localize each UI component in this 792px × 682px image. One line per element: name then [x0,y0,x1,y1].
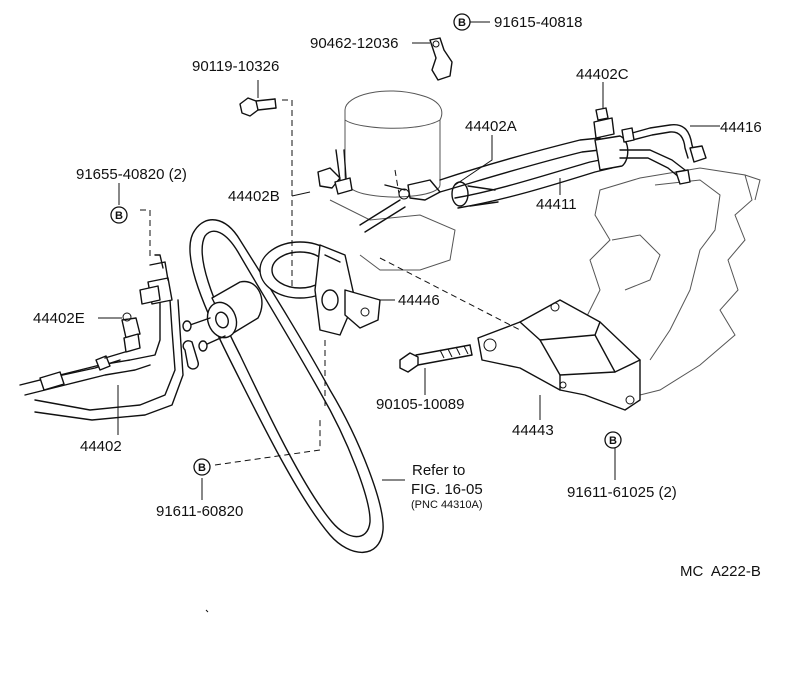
badge-b-bottom-right: B [604,431,622,449]
badge-letter: B [115,210,123,222]
hose-assembly [359,135,629,233]
badge-letter: B [458,17,466,29]
badge-b-top: B [453,13,471,31]
badge-b-left: B [110,206,128,224]
refer-to-line3: (PNC 44310A) [411,499,483,511]
label-44402: 44402 [80,438,122,455]
label-44416: 44416 [720,119,762,136]
catalog-code: MC A222-B [680,563,761,580]
refer-to-line2: FIG. 16-05 [411,481,483,498]
power-steering-pump [259,241,381,336]
label-90105-10089: 90105-10089 [376,396,464,413]
bolt-90105-10089 [399,344,473,373]
clamp-44402E [121,312,141,353]
bolt-90119-10326 [239,97,277,117]
v-belt [189,219,384,554]
pipe-44416 [619,124,707,185]
pump-bracket [477,299,641,411]
reference-lines [140,99,521,466]
badge-b-bottom-left: B [193,458,211,476]
label-44443: 44443 [512,422,554,439]
label-91611-60820: 91611-60820 [156,503,243,520]
label-90462-12036: 90462-12036 [310,35,398,52]
label-44446: 44446 [398,292,440,309]
label-44411: 44411 [536,196,577,213]
clamp-90462-12036 [429,37,453,81]
idler-pulley [182,280,263,352]
label-91611-61025: 91611-61025 (2) [567,484,677,501]
label-44402E: 44402E [33,310,85,327]
label-91655-40820: 91655-40820 (2) [76,166,187,183]
union-44402C [593,107,615,139]
refer-to-line1: Refer to [412,462,465,479]
label-91615-40818: 91615-40818 [494,14,582,31]
pressure-pipe-44402 [19,254,184,421]
grommet [182,340,200,370]
badge-letter: B [198,462,206,474]
label-44402A: 44402A [465,118,517,135]
label-44402B: 44402B [228,188,280,205]
registration-mark [205,609,209,613]
fitting-44402B [317,149,353,195]
badge-letter: B [609,435,617,447]
label-90119-10326: 90119-10326 [192,58,279,75]
label-44402C: 44402C [576,66,629,83]
engine-block-outline [584,167,761,401]
leader-lines [98,21,720,500]
reservoir-tank [329,90,456,271]
